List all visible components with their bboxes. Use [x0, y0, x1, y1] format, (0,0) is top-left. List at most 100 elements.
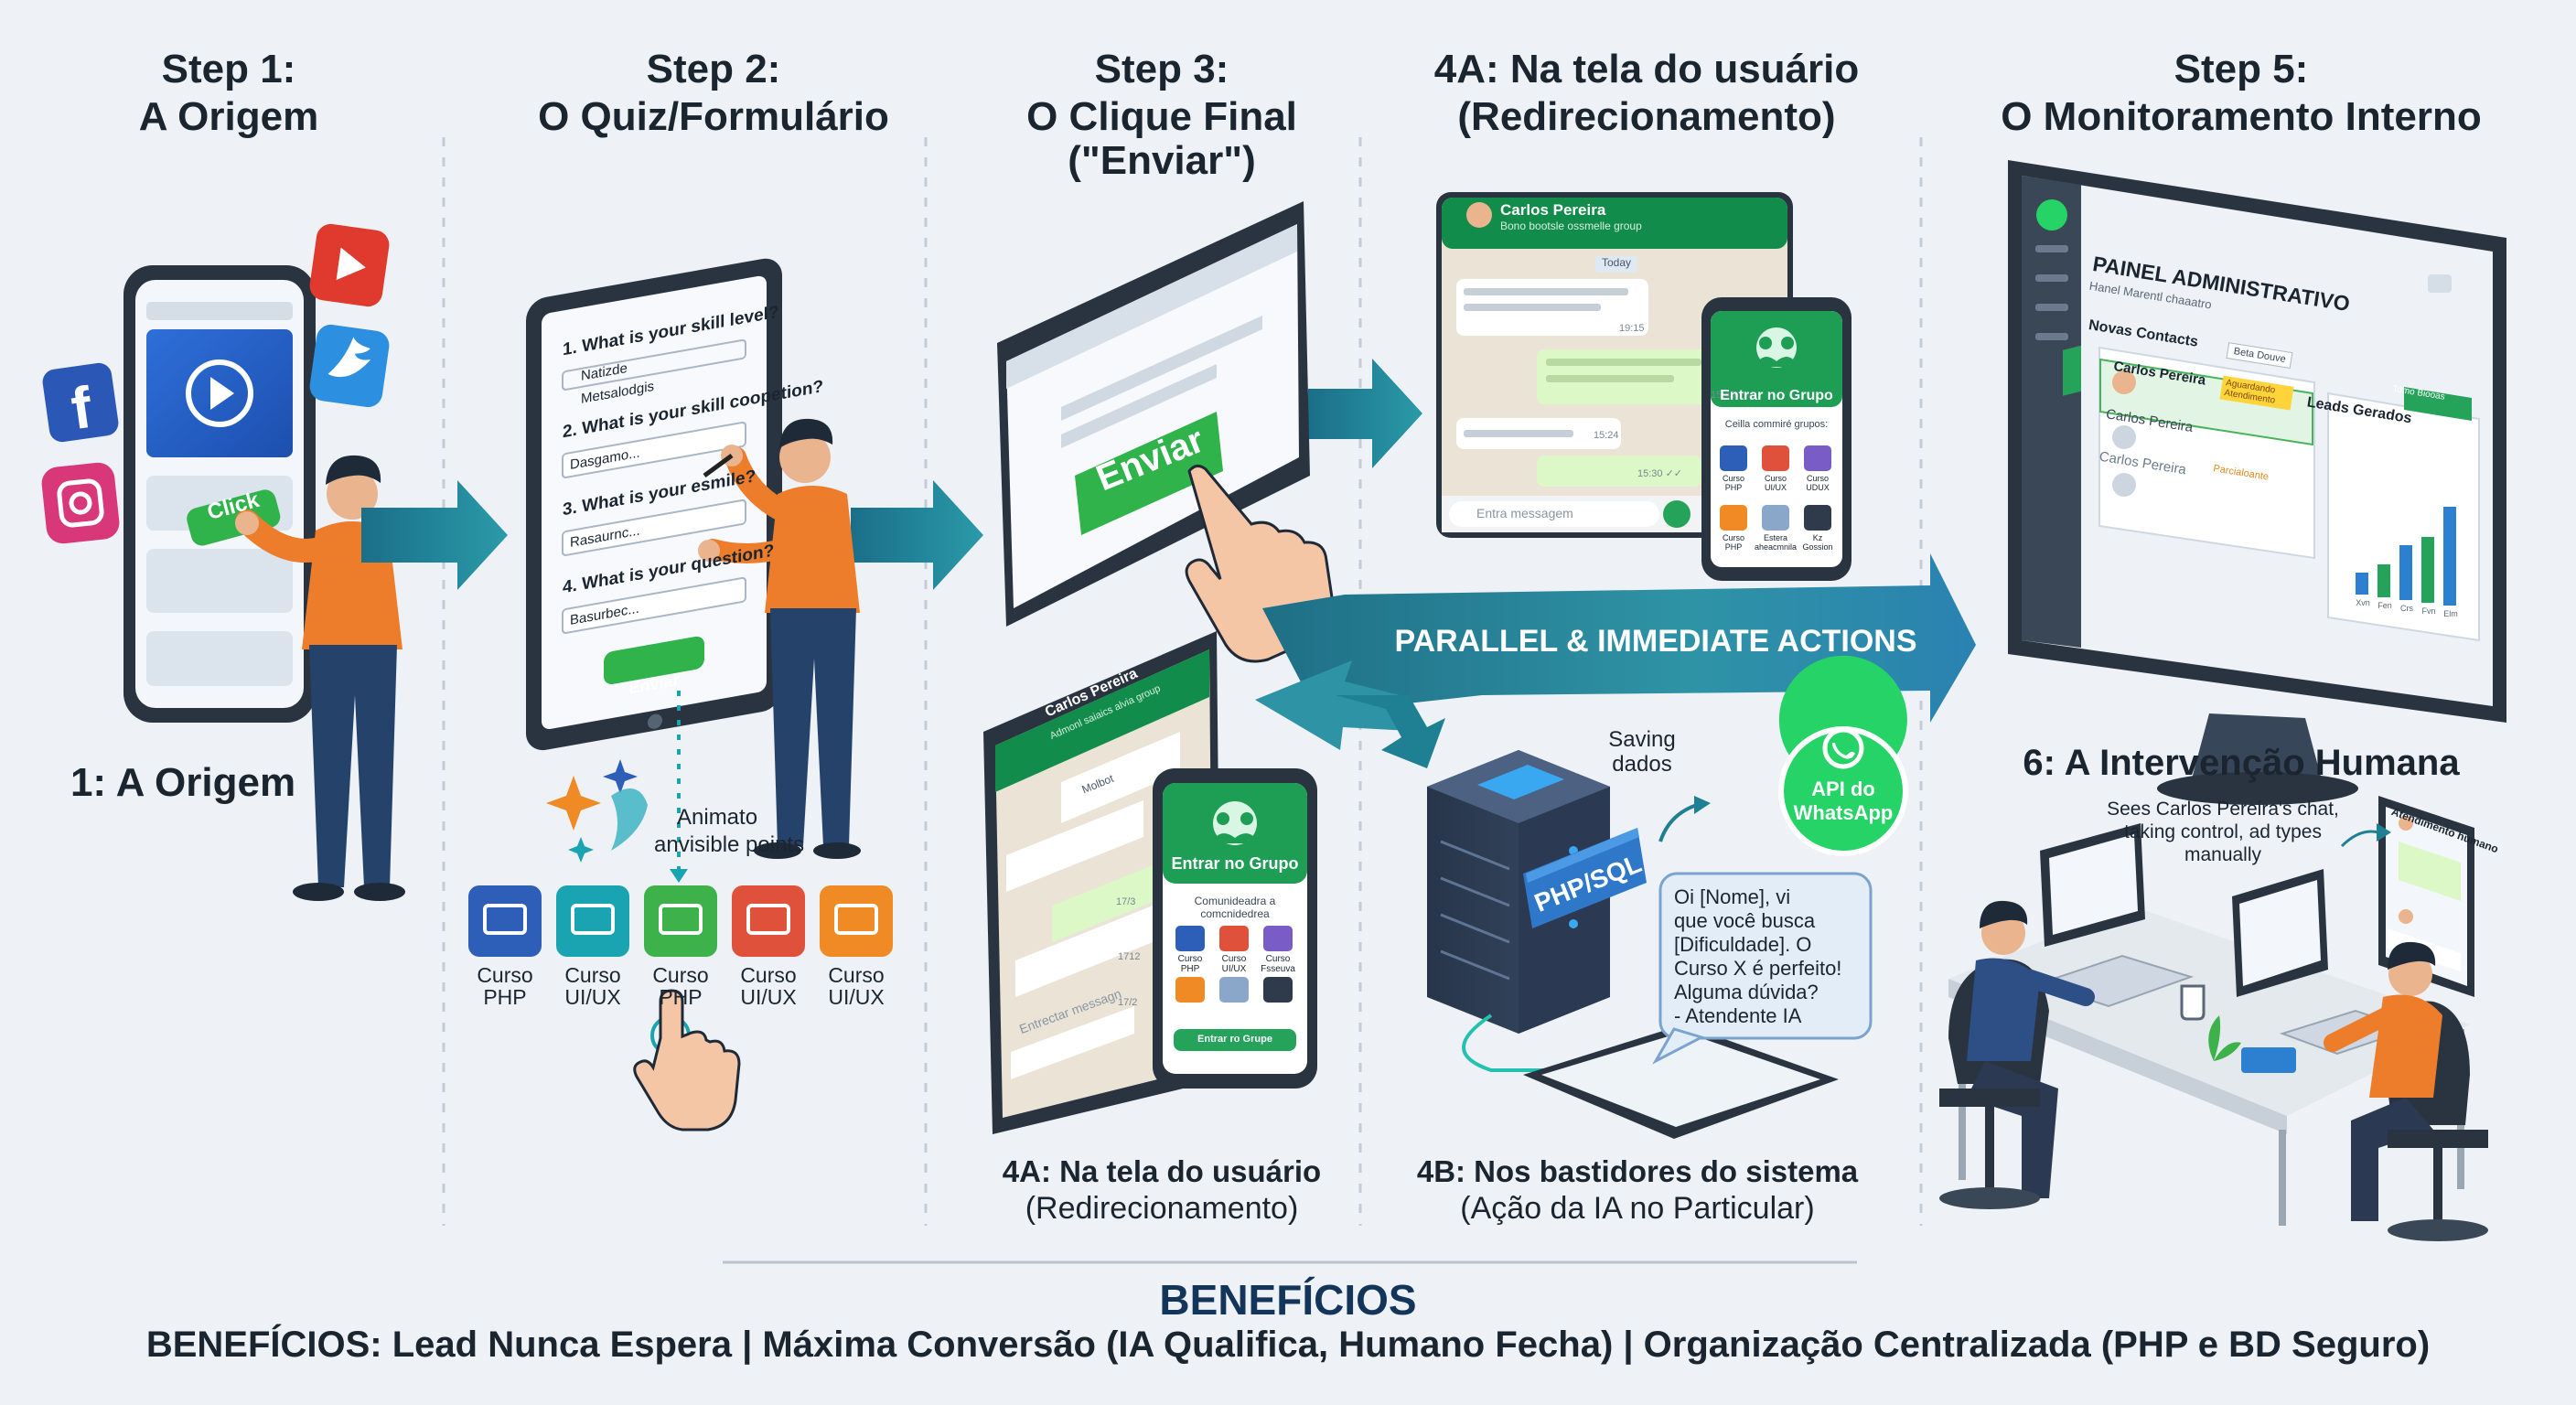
terminal-icon[interactable] — [820, 885, 893, 957]
course-label-line1: Curso — [564, 963, 621, 987]
chat-time-3: 15:24 — [1594, 430, 1619, 441]
contacts-title: Novas Contacts — [2088, 317, 2200, 350]
quiz-answer-2[interactable]: Rasaurnc... — [570, 522, 640, 551]
chat-contact-name: Carlos Pereira — [1500, 201, 1606, 219]
leads-chart — [2356, 507, 2456, 606]
monitor-gear-icon[interactable] — [732, 885, 805, 957]
contact-name-2[interactable]: Carlos Pereira — [2105, 406, 2195, 436]
tablet-item-line1: Curso — [1221, 954, 1247, 964]
sparkle-icons — [546, 759, 648, 863]
lightbulb-icon-glyph — [659, 904, 703, 935]
group-item-line1: Kz — [1812, 533, 1823, 542]
group-item-icon[interactable] — [1804, 505, 1831, 531]
leads-bar-label: Elm — [2443, 609, 2458, 618]
saving-arrowhead — [1694, 796, 1711, 814]
twitter-icon — [309, 324, 390, 408]
quiz-answer-3[interactable]: Basurbec... — [570, 600, 639, 628]
tablet-group-item-icon[interactable] — [1263, 926, 1293, 951]
group-item-line1: Curso — [1722, 474, 1744, 483]
tablet-time-3: 17/2 — [1118, 997, 1138, 1008]
step6-note: Sees Carlos Pereira's chat,taking contro… — [2067, 798, 2378, 866]
course-label-line1: Curso — [477, 963, 533, 987]
quiz-answer-1[interactable]: Dasgamo... — [570, 445, 640, 473]
whatsapp-api-badge — [1778, 655, 1908, 856]
course-tiles — [468, 885, 893, 957]
group-item-icon[interactable] — [1720, 505, 1747, 531]
tablet-item-line1: Curso — [1177, 954, 1203, 964]
ai-message-bubble — [1652, 872, 1873, 1065]
tablet-item-line2: Fsseuva — [1261, 964, 1295, 974]
leads-bar — [2399, 545, 2412, 600]
monitor-code-icon[interactable] — [556, 885, 629, 957]
group-item-icon[interactable] — [1804, 445, 1831, 471]
api-label-2: WhatsApp — [1793, 801, 1894, 824]
tablet-group-item-icon[interactable] — [1219, 977, 1249, 1003]
step2-subtitle: O Quiz/Formulário — [538, 94, 889, 139]
code-icon[interactable] — [468, 885, 542, 957]
lightbulb-icon[interactable] — [644, 885, 717, 957]
saving-arrow — [1658, 803, 1698, 842]
step4a-title: 4A: Na tela do usuário — [1433, 47, 1860, 91]
tablet-group-item-icon[interactable] — [1219, 926, 1249, 951]
api-label-1: API do — [1811, 778, 1875, 800]
step2-tablet — [526, 258, 782, 751]
parallel-actions-label: PARALLEL & IMMEDIATE ACTIONS — [1394, 624, 1917, 659]
youtube-icon — [309, 223, 390, 307]
leads-chart-title: Leads Gerados — [2305, 394, 2413, 427]
tablet-group-item-icon[interactable] — [1175, 926, 1205, 951]
tablet-item-line2: PHP — [1180, 964, 1200, 974]
step6-note-line: Sees Carlos Pereira's chat, — [2107, 799, 2339, 820]
step4a-caption-2: (Redirecionamento) — [1025, 1191, 1299, 1226]
chart-button[interactable]: Tomo Biooas — [2391, 383, 2446, 402]
group-item-line1: Curso — [1722, 533, 1744, 542]
ai-message-line: [Dificuldade]. O — [1674, 933, 1812, 956]
leads-bar-label: Crs — [2400, 604, 2413, 613]
group-item-icon[interactable] — [1720, 445, 1747, 471]
chat-message-input[interactable]: Entra messagem — [1476, 506, 1573, 520]
quiz-submit-button[interactable]: Enviar — [628, 670, 680, 698]
code-icon-glyph — [483, 904, 527, 935]
tablet-item-line1: Curso — [1265, 954, 1291, 964]
saving-label-1: Saving — [1608, 727, 1676, 752]
course-label-line2: PHP — [483, 985, 527, 1009]
step6-person-right — [2324, 941, 2488, 1241]
course-label-line2: UI/UX — [740, 985, 797, 1009]
group-item-icon[interactable] — [1762, 445, 1789, 471]
contact-tag-3: Parcialoante — [2212, 463, 2270, 483]
step6-person-left — [1939, 900, 2095, 1209]
contact-name-3[interactable]: Carlos Pereira — [2098, 448, 2188, 478]
ai-message-line: - Atendente IA — [1674, 1004, 1802, 1027]
tablet-group-item-icon[interactable] — [1263, 977, 1293, 1003]
quiz-question-3: 3. What is your esmile? — [563, 467, 757, 520]
chat-time-4: 15:30 ✓✓ — [1637, 468, 1683, 479]
tablet-join-button[interactable]: Entrar ro Grupe — [1197, 1034, 1272, 1045]
tablet-prompt-1: Comunideadra a — [1194, 895, 1276, 907]
step4a-caption: 4A: Na tela do usuário — [1002, 1154, 1322, 1188]
dotted-arrowhead — [670, 869, 688, 883]
anim-note-2: anvisible points — [654, 832, 805, 857]
teal-connector — [1462, 1014, 1564, 1072]
step5-title: Step 5: — [2174, 47, 2309, 91]
step2-person — [698, 418, 861, 859]
ai-message-line: Curso X é perfeito! — [1674, 957, 1842, 980]
arrow-2-to-3 — [851, 480, 983, 590]
group-item-line2: UI/UX — [1764, 483, 1787, 492]
anim-note-1: Animato — [677, 805, 758, 830]
group-item-line2: UDUX — [1806, 483, 1830, 492]
benefits-heading: BENEFÍCIOS — [1159, 1276, 1417, 1324]
tablet-prompt-2: comcnidedrea — [1200, 907, 1270, 920]
contact-name-1[interactable]: Carlos Pereira — [2112, 358, 2207, 389]
arrow-to-server — [1336, 695, 1445, 768]
step4b-phone — [1523, 1024, 1839, 1139]
group-item-icon[interactable] — [1762, 505, 1789, 531]
plant-icon — [2208, 1015, 2241, 1061]
step5-subtitle: O Monitoramento Interno — [2001, 94, 2482, 139]
leads-bar — [2443, 507, 2456, 606]
chat-contact-status: Bono bootsle ossmelle group — [1500, 220, 1642, 232]
step3-title: Step 3: — [1094, 47, 1229, 91]
arrow-1-to-2 — [361, 480, 508, 590]
tablet-group-item-icon[interactable] — [1175, 977, 1205, 1003]
contacts-filter[interactable]: Beta Douve — [2226, 342, 2293, 370]
coffee-mug-icon — [2180, 984, 2206, 1021]
